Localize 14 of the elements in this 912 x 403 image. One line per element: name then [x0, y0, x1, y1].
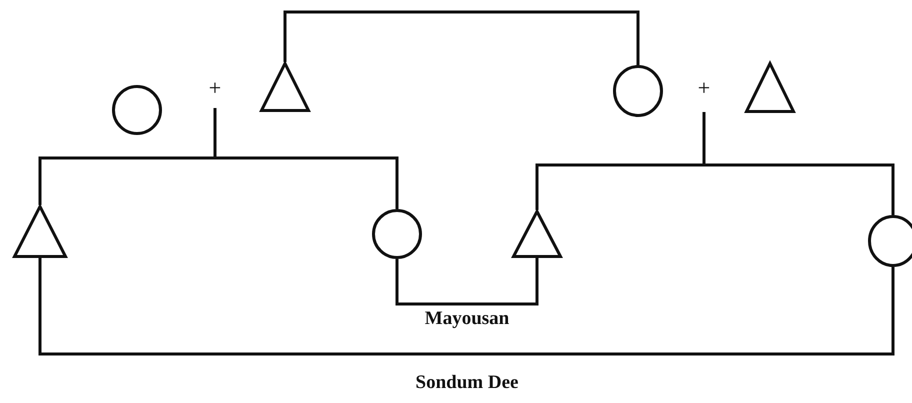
kinship-line [38, 258, 894, 356]
male-triangle [260, 62, 310, 112]
male-triangle [512, 210, 562, 258]
male-triangle [745, 62, 795, 113]
kinship-line [702, 112, 894, 215]
marriage-sign: + [208, 77, 222, 99]
kinship-line [396, 258, 538, 306]
female-circle [372, 209, 422, 259]
female-circle [112, 85, 162, 135]
male-triangle [13, 205, 67, 258]
kinship-line [284, 10, 640, 65]
kinship-line [214, 108, 398, 209]
female-circle [613, 65, 663, 117]
marriage-sign: + [698, 77, 710, 99]
